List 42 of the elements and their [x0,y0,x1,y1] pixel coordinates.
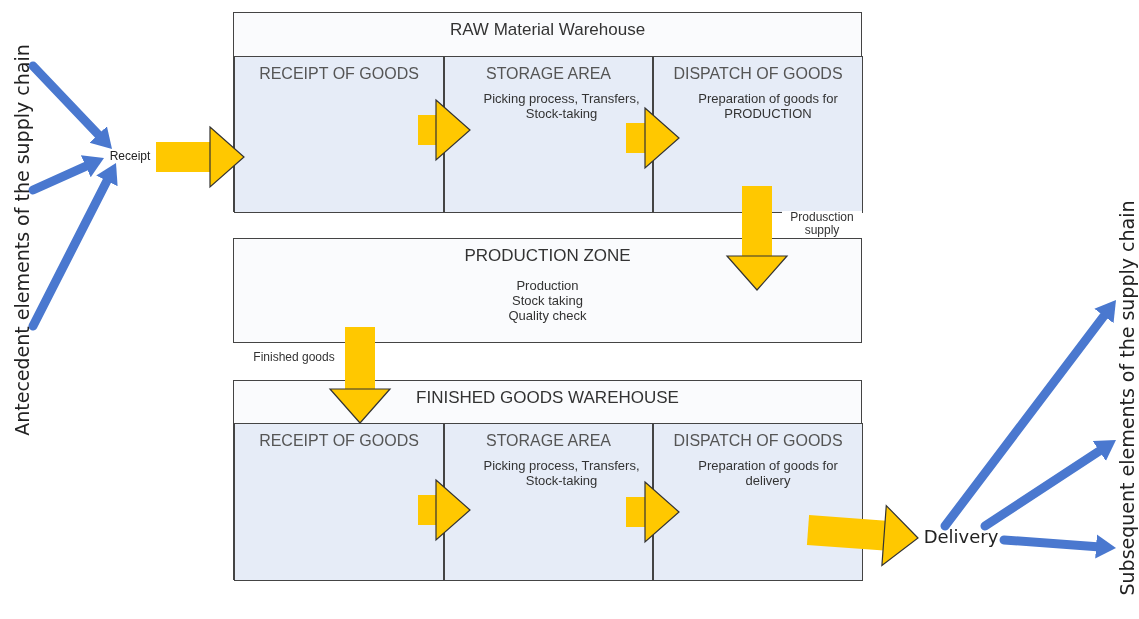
flow-label: Delivery [918,526,1004,547]
area-box [234,423,444,581]
area-box [234,56,444,213]
flow-label: Receipt [104,149,156,163]
arrow [999,534,1116,559]
block-arrow [806,505,919,567]
block-arrow [418,479,471,541]
area-box [653,423,863,581]
zone-heading: PRODUCTION ZONE [463,245,632,266]
zone-heading: DISPATCH OF GOODS [672,431,844,450]
zone-description: Picking process, Transfers, Stock-taking [482,91,641,121]
zone-heading: RECEIPT OF GOODS [258,431,420,450]
zone-heading: STORAGE AREA [484,431,613,450]
zone-description: Preparation of goods for delivery [697,458,839,488]
zone-description: Picking process, Transfers, Stock-taking [482,458,641,488]
zone-box [233,12,862,212]
block-arrow [726,186,788,291]
area-box [444,56,653,213]
arrow [28,155,104,195]
zone-heading: DISPATCH OF GOODS [672,64,844,83]
zone-description: Production Stock taking Quality check [507,278,588,323]
arrow [980,440,1116,531]
zone-heading: RECEIPT OF GOODS [258,64,420,83]
zone-heading: FINISHED GOODS WAREHOUSE [415,387,680,408]
zone-heading: RAW Material Warehouse [448,19,647,40]
edge-label: Produsction supply [782,211,862,238]
block-arrow [418,99,471,161]
arrow [28,163,118,331]
block-arrow [329,327,391,424]
zone-description: Preparation of goods for PRODUCTION [697,91,839,121]
side-label: Antecedent elements of the supply chain [11,44,33,436]
block-arrow [626,107,680,169]
arrow [940,300,1116,531]
side-label: Subsequent elements of the supply chain [1116,200,1138,596]
block-arrow [626,481,680,543]
zone-heading: STORAGE AREA [484,64,613,83]
zone-box [233,380,862,580]
arrow [28,61,112,149]
zone-box [233,238,862,343]
block-arrow [156,126,245,188]
area-box [653,56,863,213]
area-box [444,423,653,581]
